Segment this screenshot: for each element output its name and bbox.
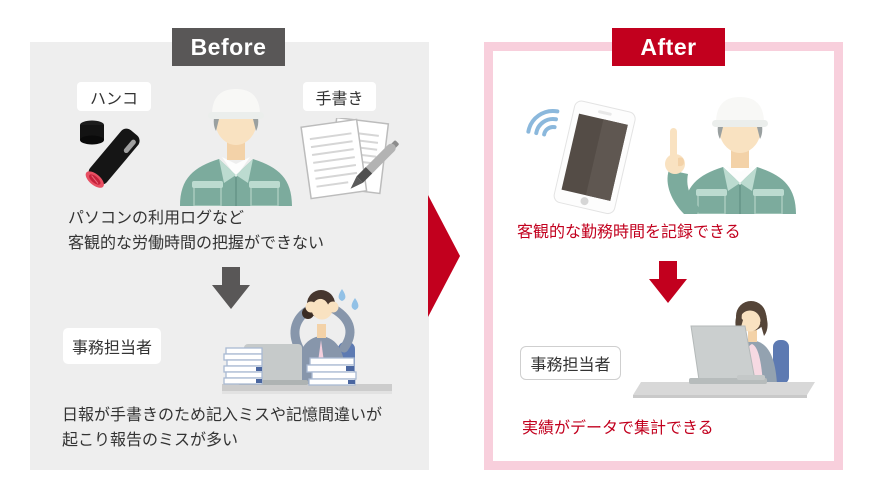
tegaki-tag: 手書き [303, 82, 376, 111]
before-caption-problem: パソコンの利用ログなど 客観的な労働時間の把握ができない [68, 210, 325, 252]
after-role-label: 事務担当者 [520, 346, 621, 380]
before-to-after-arrow-icon [428, 195, 460, 317]
worker-pointing-icon [665, 97, 796, 214]
before-role-label: 事務担当者 [63, 328, 161, 364]
before-header: Before [172, 28, 285, 66]
office-worker-laptop-icon [633, 301, 815, 398]
worker-icon [180, 89, 292, 206]
handwritten-papers-icon [300, 118, 399, 200]
wifi-tablet-icon [526, 100, 636, 215]
after-caption-aggregate: 実績がデータで集計できる [522, 420, 714, 437]
before-caption-result: 日報が手書きのため記入ミスや記憶間違いが 起こり報告のミスが多い [62, 407, 383, 449]
stressed-office-worker-icon [222, 289, 392, 394]
down-arrow-icon [649, 261, 687, 303]
after-header: After [612, 28, 725, 66]
hanko-stamp-icon [80, 120, 140, 188]
after-caption-record: 客観的な勤務時間を記録できる [517, 224, 741, 241]
hanko-tag: ハンコ [77, 82, 151, 111]
down-arrow-icon [212, 267, 250, 309]
